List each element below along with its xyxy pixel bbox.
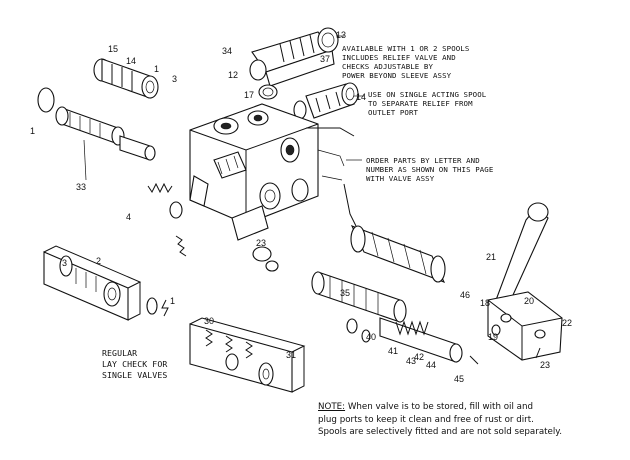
check-spring-parts xyxy=(147,182,279,272)
storage-note: NOTE: When valve is to be stored, fill w… xyxy=(318,401,618,439)
note-line-3: Spools are selectively fitted and are no… xyxy=(318,427,562,438)
part-number-label: 1 xyxy=(154,64,160,74)
part-number-label: 20 xyxy=(524,296,535,306)
part-number-label: 19 xyxy=(488,332,499,342)
part-number-label: 30 xyxy=(204,316,215,326)
part-number-label: 43 xyxy=(406,356,417,366)
part-number-label: 4 xyxy=(126,212,132,222)
part-number-label: 15 xyxy=(108,44,119,54)
bottom-left-valve xyxy=(189,317,306,393)
note-keyword: NOTE: xyxy=(318,402,346,412)
part-number-label: 40 xyxy=(366,332,377,342)
part-number-label: 14 xyxy=(356,92,367,102)
part-number-label: 42 xyxy=(414,352,425,362)
power-beyond-caption: AVAILABLE WITH 1 OR 2 SPOOLS INCLUDES RE… xyxy=(342,44,470,80)
part-number-label: 46 xyxy=(460,290,471,300)
relief-valve-part xyxy=(293,82,359,120)
part-number-label: 45 xyxy=(454,374,465,384)
part-number-label: 44 xyxy=(426,360,437,370)
valve-body xyxy=(189,103,355,241)
part-number-label: 3 xyxy=(62,258,68,268)
lower-spool-assembly xyxy=(311,271,479,365)
control-handle xyxy=(487,202,563,361)
part-number-label: 33 xyxy=(76,182,87,192)
note-line-1: When valve is to be stored, fill with oi… xyxy=(345,402,533,412)
part-number-label: 3 xyxy=(172,74,178,84)
long-spool xyxy=(343,183,446,283)
part-number-label: 22 xyxy=(562,318,573,328)
regular-check-caption: REGULAR LAY CHECK FOR SINGLE VALVES xyxy=(102,348,168,380)
top-left-spool-parts xyxy=(37,58,159,181)
relief-caption: USE ON SINGLE ACTING SPOOL TO SEPARATE R… xyxy=(368,90,487,117)
part-number-label: 17 xyxy=(244,90,255,100)
part-number-label: 35 xyxy=(340,288,351,298)
part-number-label: 34 xyxy=(222,46,233,56)
part-number-label: 12 xyxy=(228,70,239,80)
part-number-label: 37 xyxy=(320,54,331,64)
part-number-label: 31 xyxy=(286,350,297,360)
order-parts-caption: ORDER PARTS BY LETTER AND NUMBER AS SHOW… xyxy=(366,156,494,183)
part-number-label: 23 xyxy=(540,360,551,370)
part-number-label: 18 xyxy=(480,298,491,308)
part-number-label: 2 xyxy=(96,256,102,266)
part-number-label: 23 xyxy=(256,238,267,248)
left-lower-assembly xyxy=(43,245,169,321)
note-line-2: plug ports to keep it clean and free of … xyxy=(318,414,534,425)
callout-leaders xyxy=(336,35,364,161)
part-number-label: 21 xyxy=(486,252,497,262)
part-number-label: 1 xyxy=(30,126,36,136)
part-number-label: 41 xyxy=(388,346,399,356)
power-beyond-sleeve-assembly xyxy=(249,27,339,100)
part-number-label: 13 xyxy=(336,30,347,40)
part-number-label: 1 xyxy=(170,296,176,306)
part-number-label: 14 xyxy=(126,56,137,66)
